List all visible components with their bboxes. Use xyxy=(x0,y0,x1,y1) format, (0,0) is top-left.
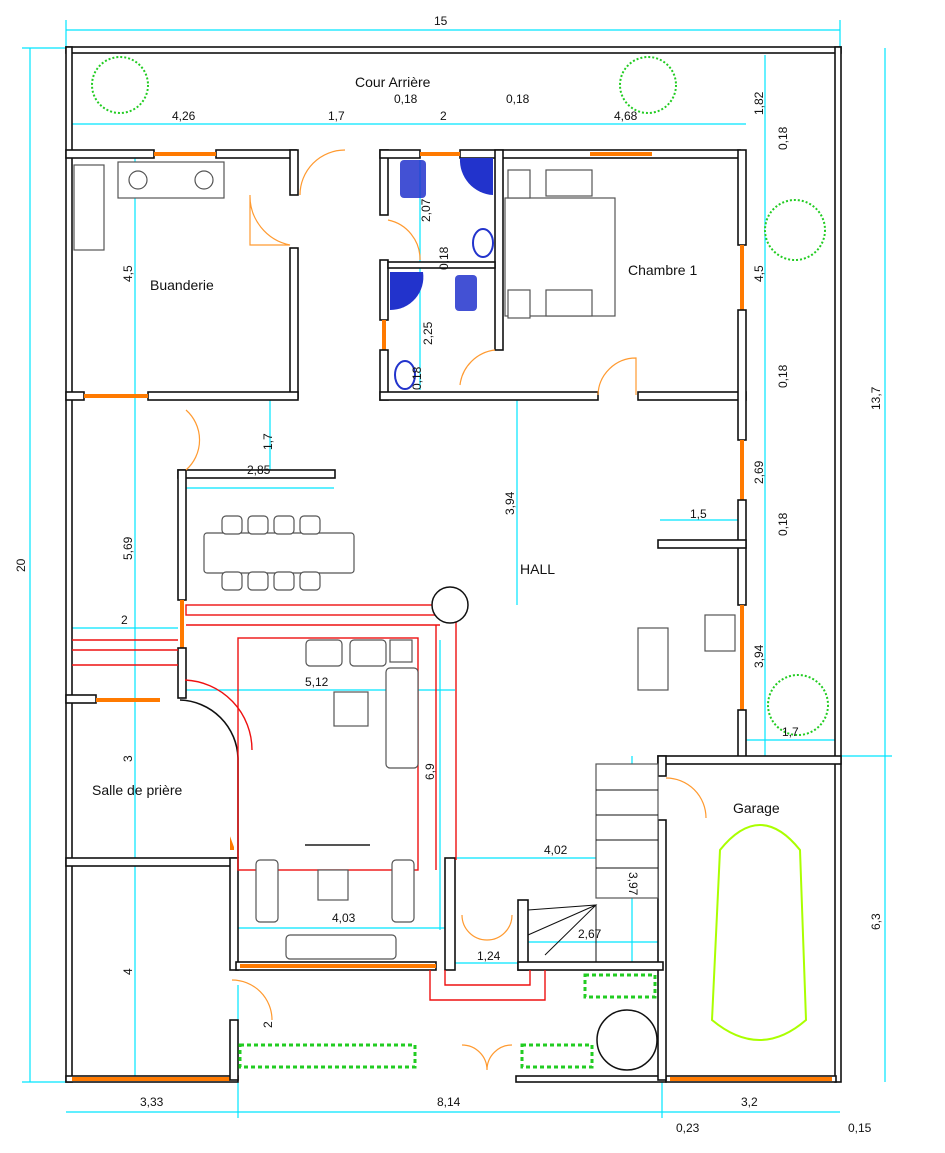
dim-label: 1,24 xyxy=(477,949,501,963)
dim-label: 4,26 xyxy=(172,109,196,123)
dim-label: 1,7 xyxy=(782,725,799,739)
dim-label: 4,68 xyxy=(614,109,638,123)
dim-label: 1,7 xyxy=(261,433,275,450)
dimension-lines xyxy=(22,20,892,1118)
dim-label: 0,18 xyxy=(776,364,790,388)
dim-label: 3,94 xyxy=(752,644,766,668)
dim-label: 6,3 xyxy=(869,913,883,930)
dim-label: 4,5 xyxy=(752,265,766,282)
dim-label: 20 xyxy=(14,558,28,572)
dim-label: 0,18 xyxy=(410,366,424,390)
dim-label: 0,23 xyxy=(676,1121,700,1135)
dim-label: 3 xyxy=(121,755,135,762)
dim-label: 2,85 xyxy=(247,463,271,477)
dim-label: 0,15 xyxy=(848,1121,872,1135)
room-labels: Cour Arrière Buanderie Chambre 1 HALL Sa… xyxy=(92,74,780,816)
dim-label: 0,18 xyxy=(437,246,451,270)
dim-label: 5,69 xyxy=(121,536,135,560)
dim-label: 0,18 xyxy=(776,512,790,536)
dim-label: 8,14 xyxy=(437,1095,461,1109)
dim-label: 15 xyxy=(434,14,448,28)
room-label-prayer-room: Salle de prière xyxy=(92,782,182,798)
dim-label: 4,02 xyxy=(544,843,568,857)
room-label-bedroom: Chambre 1 xyxy=(628,262,697,278)
doors xyxy=(185,149,707,1071)
dim-label: 6,9 xyxy=(423,763,437,780)
dim-label: 0,18 xyxy=(394,92,418,106)
dim-label: 0,18 xyxy=(776,126,790,150)
dim-label: 4 xyxy=(121,968,135,975)
dim-label: 2,07 xyxy=(419,198,433,222)
dim-label: 1,82 xyxy=(752,91,766,115)
dim-label: 1,5 xyxy=(690,507,707,521)
dim-label: 2,25 xyxy=(421,321,435,345)
vegetation xyxy=(91,56,829,1071)
room-label-laundry: Buanderie xyxy=(150,277,214,293)
dim-label: 5,12 xyxy=(305,675,329,689)
room-label-garage: Garage xyxy=(733,800,780,816)
dim-label: 3,97 xyxy=(626,872,640,896)
dim-label: 2 xyxy=(121,613,128,627)
room-label-backyard: Cour Arrière xyxy=(355,74,431,90)
dim-label: 2,67 xyxy=(578,927,602,941)
dim-label: 4,5 xyxy=(121,265,135,282)
dim-label: 2,69 xyxy=(752,460,766,484)
dim-label: 3,94 xyxy=(503,491,517,515)
dim-label: 3,2 xyxy=(741,1095,758,1109)
dim-label: 0,18 xyxy=(506,92,530,106)
dim-label: 4,03 xyxy=(332,911,356,925)
room-label-hall: HALL xyxy=(520,561,555,577)
dim-label: 2 xyxy=(261,1021,275,1028)
dim-label: 1,7 xyxy=(328,109,345,123)
dimension-labels: 15 20 13,7 6,3 4,26 1,7 0,18 2 0,18 4,68… xyxy=(14,14,883,1135)
dim-label: 13,7 xyxy=(869,386,883,410)
dim-label: 2 xyxy=(440,109,447,123)
interior-walls xyxy=(65,149,842,1081)
dim-label: 3,33 xyxy=(140,1095,164,1109)
living-outline xyxy=(72,586,546,1001)
furniture xyxy=(73,158,808,1041)
